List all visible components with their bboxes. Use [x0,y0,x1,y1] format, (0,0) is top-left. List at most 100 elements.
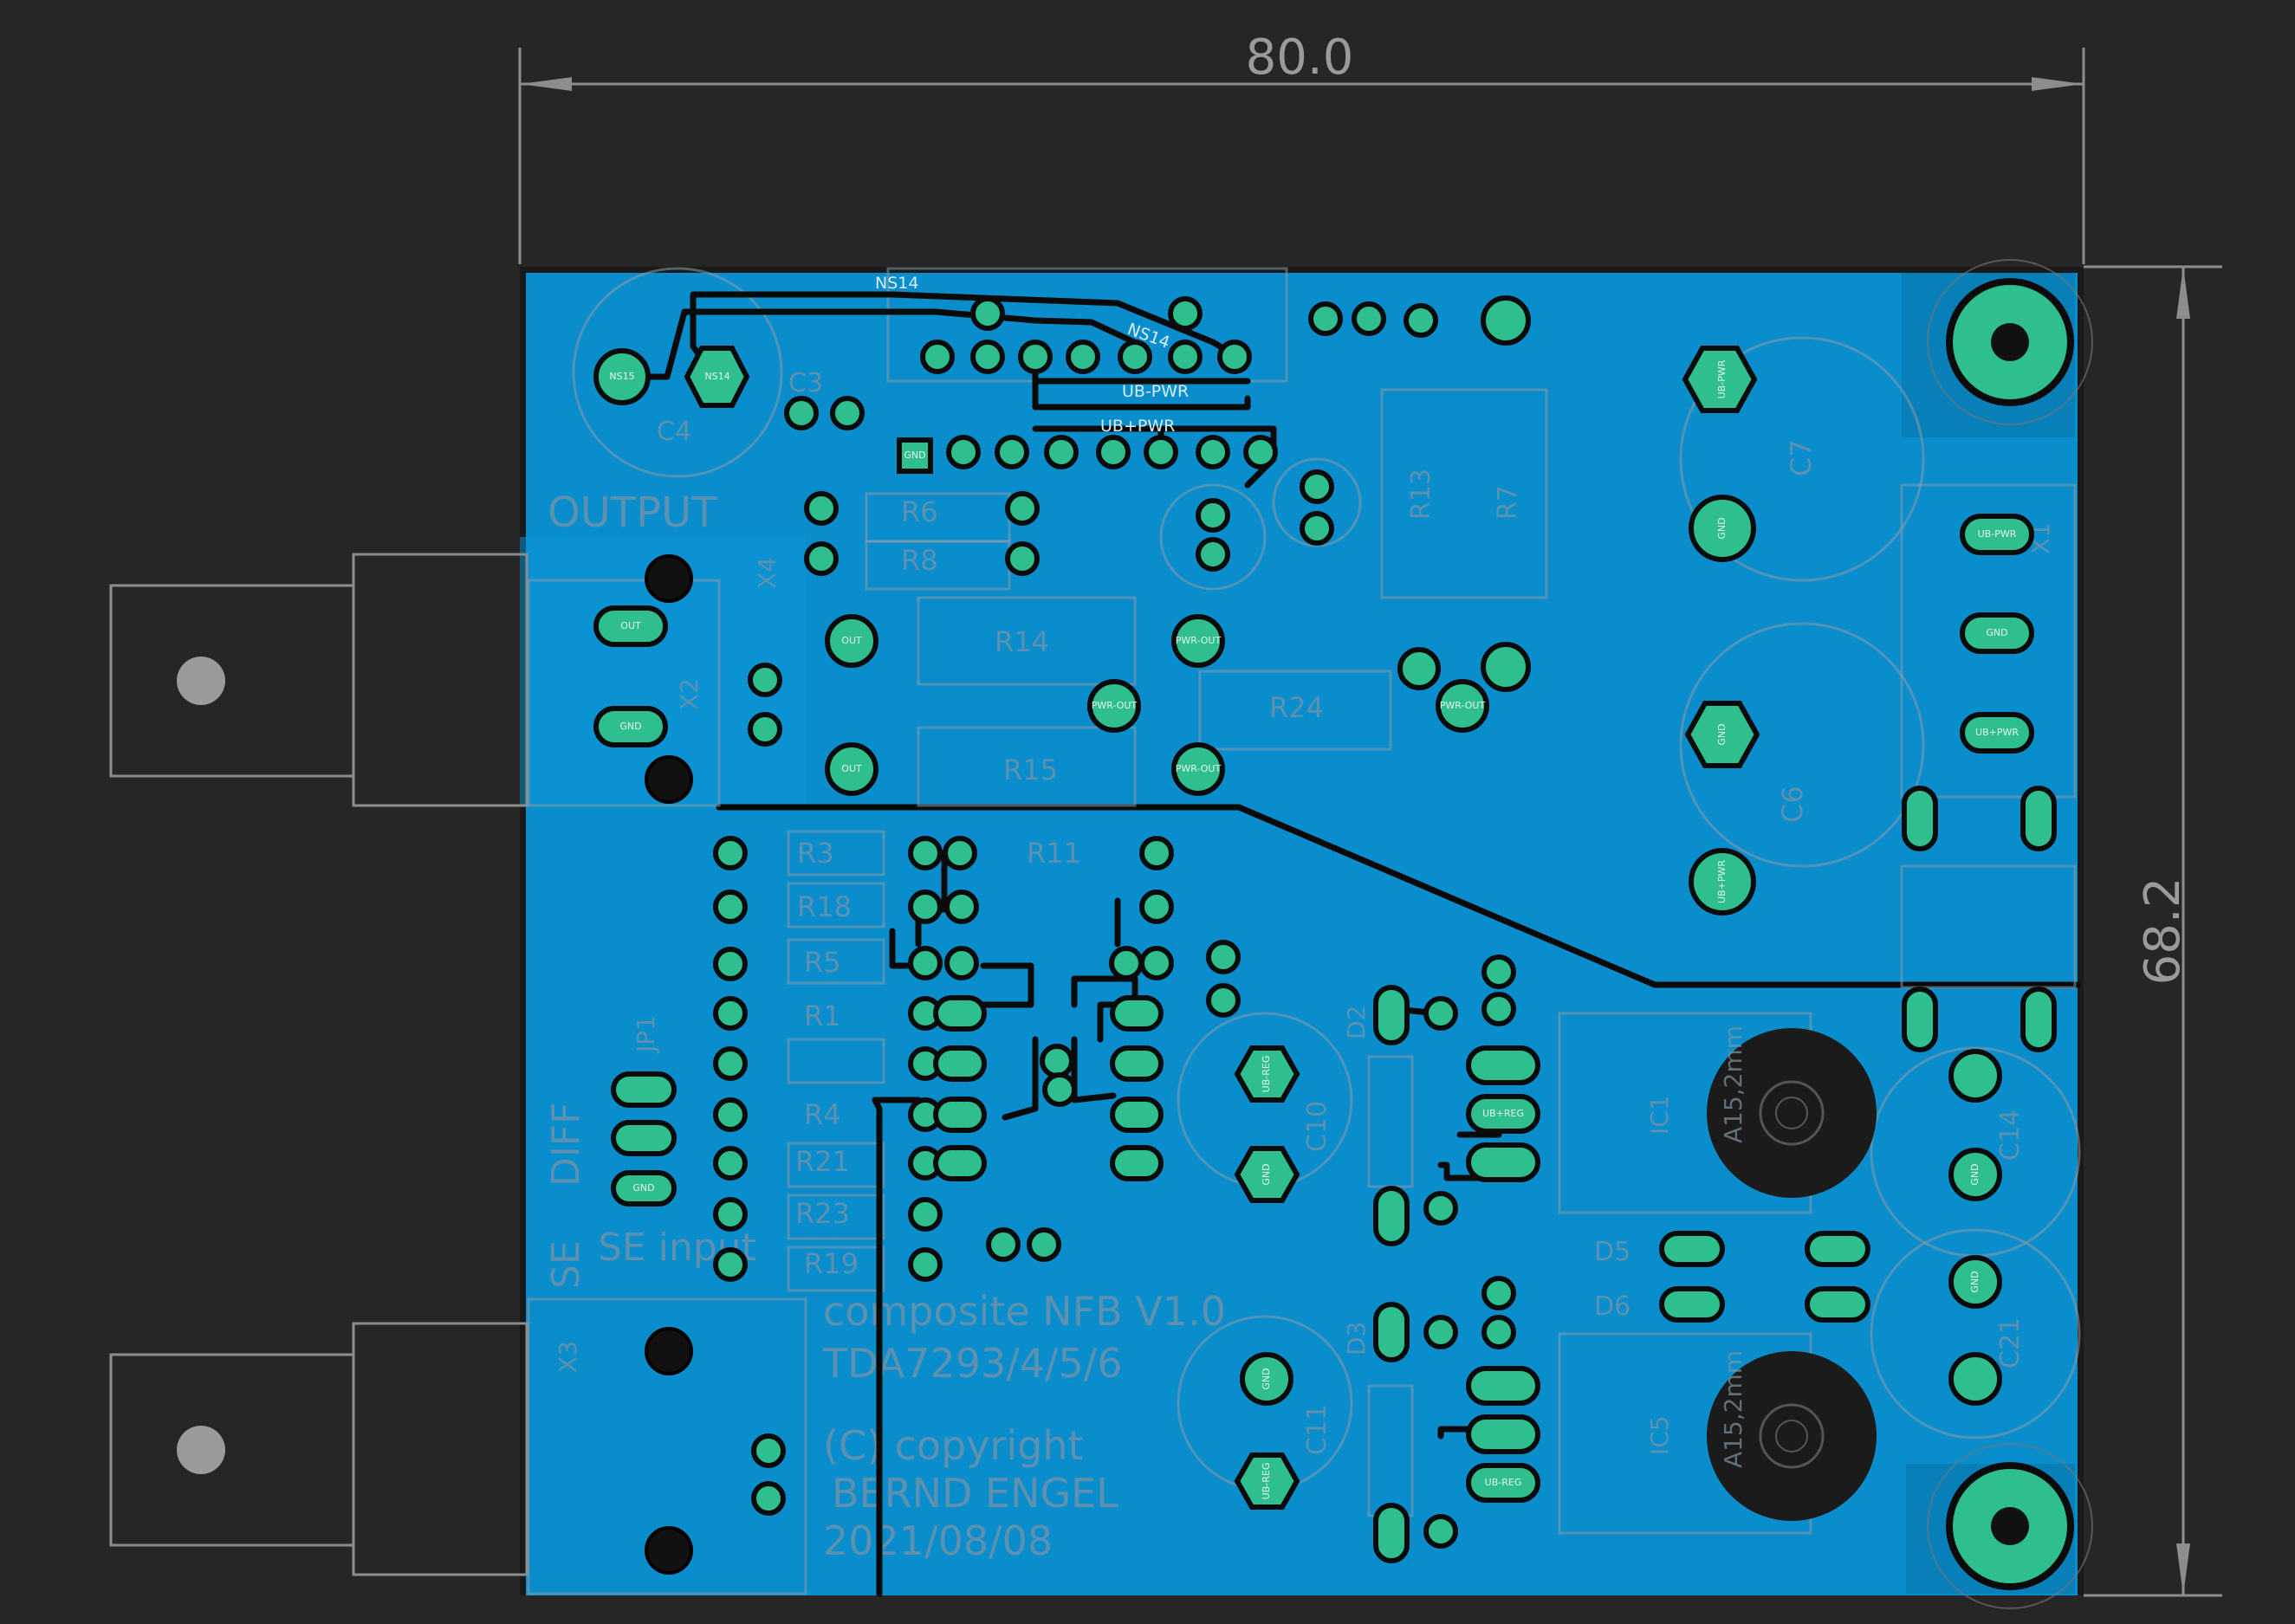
via-pad[interactable] [1481,992,1516,1026]
pad-d6-a[interactable] [1659,1286,1725,1323]
pad-ub-reg-c10[interactable]: UB-REG [1234,1045,1300,1103]
via-pad[interactable] [970,340,1005,374]
pad-jp1-2[interactable] [611,1120,677,1156]
via-pad[interactable] [713,1197,748,1232]
via-pad[interactable] [748,712,782,747]
pad-diode-r2[interactable] [2020,786,2057,851]
via-pad[interactable] [1118,340,1152,374]
via-pad[interactable] [1066,340,1100,374]
via-pad[interactable] [751,1433,786,1468]
pad-d5-a[interactable] [1659,1231,1725,1267]
via-pad[interactable] [944,946,979,980]
pad-c21-ns[interactable] [1948,1352,2002,1406]
pad-gnd-c6[interactable]: GND [1684,701,1760,768]
pad-gnd-header[interactable]: GND [897,437,933,474]
pad-out-2[interactable]: OUT [825,742,878,796]
via-pad[interactable] [1206,940,1241,974]
via-pad[interactable] [748,663,782,697]
pad-diode-r3[interactable] [1902,987,1938,1052]
via-pad[interactable] [784,396,819,430]
pad-ic5-ub-reg[interactable]: UB-REG [1466,1463,1540,1503]
pad-out-1[interactable]: OUT [825,614,878,668]
pad-pwr-out-3[interactable]: PWR-OUT [1171,742,1225,796]
via-pad[interactable] [908,946,943,980]
via-pad[interactable] [713,1097,748,1132]
via-pad[interactable] [1243,435,1278,469]
via-pad[interactable] [713,836,748,870]
pad-x2-out[interactable]: OUT [593,605,668,647]
via-pad[interactable] [908,836,943,870]
pad-d2-a[interactable] [1373,985,1410,1045]
via-pad[interactable] [1206,983,1241,1018]
oval-pad[interactable] [933,1145,987,1181]
pad-ns14[interactable]: NS14 [684,346,750,408]
pad-x1-ub-pwr[interactable]: UB-PWR [1960,514,2034,555]
oval-pad[interactable] [933,995,987,1032]
via-pad[interactable] [970,296,1005,331]
pad-d6-k[interactable] [1805,1286,1870,1323]
via-pad[interactable] [908,1247,943,1282]
via-pad[interactable] [713,1146,748,1181]
via-pad[interactable] [1196,537,1230,572]
via-pad[interactable] [1042,1072,1077,1107]
via-pad[interactable] [946,435,981,469]
via-pad[interactable] [1096,435,1131,469]
pad-d5-k[interactable] [1805,1231,1870,1267]
via-pad[interactable] [1481,1276,1516,1310]
via-pad[interactable] [1040,1044,1074,1078]
oval-pad[interactable] [1110,1145,1164,1181]
pad-d3-k[interactable] [1373,1503,1410,1563]
via-pad[interactable] [1196,498,1230,533]
via-pad[interactable] [751,1481,786,1516]
via-pad[interactable] [1044,435,1079,469]
via-pad[interactable] [1217,340,1252,374]
via-pad[interactable] [920,340,955,374]
pad-gnd-c7[interactable]: GND [1689,495,1756,562]
oval-pad[interactable] [1110,1097,1164,1133]
pad-diode-r1[interactable] [1902,786,1938,851]
via-pad[interactable] [713,1247,748,1282]
via-pad[interactable] [804,491,839,526]
pad-jp1-gnd[interactable]: GND [611,1170,677,1207]
via-pad[interactable] [713,947,748,981]
pad-ic1-ub-reg-pos[interactable]: UB+REG [1466,1094,1540,1134]
pad-ub-reg-c11[interactable]: UB-REG [1234,1453,1300,1510]
via-pad[interactable] [1005,541,1040,576]
pad-x1-ub-pwr-pos[interactable]: UB+PWR [1960,712,2034,754]
via-pad[interactable] [830,396,865,430]
pad-c14-ns[interactable] [1948,1049,2002,1103]
oval-pad[interactable] [1110,1045,1164,1082]
pad-pwr-out-5[interactable] [1481,642,1531,692]
pad-ub-pwr-pos-c6[interactable]: UB+PWR [1689,848,1756,916]
via-pad[interactable] [1139,890,1174,924]
via-pad[interactable] [1300,469,1334,504]
via-pad[interactable] [1423,1514,1458,1549]
pad-pwr-out-1[interactable]: PWR-OUT [1171,614,1225,668]
pad-ic1-1[interactable] [1466,1045,1540,1085]
pad-diode-r4[interactable] [2020,987,2057,1052]
oval-pad[interactable] [1110,995,1164,1032]
pad-gnd-r24[interactable] [1397,647,1441,690]
pad-d2-k[interactable] [1373,1186,1410,1246]
via-pad[interactable] [804,541,839,576]
via-pad[interactable] [1027,1227,1061,1262]
via-pad[interactable] [1352,301,1386,336]
pad-ic5-1[interactable] [1466,1366,1540,1406]
pad-pwr-out-2[interactable]: PWR-OUT [1087,679,1141,733]
pad-ic5-2[interactable] [1466,1414,1540,1454]
via-pad[interactable] [943,836,977,870]
via-pad[interactable] [1308,301,1343,336]
via-pad[interactable] [1423,1191,1458,1226]
via-pad[interactable] [713,996,748,1031]
via-pad[interactable] [1109,946,1144,980]
via-pad[interactable] [1139,836,1174,870]
via-pad[interactable] [1300,511,1334,546]
via-pad[interactable] [1481,954,1516,989]
pad-gnd-c14[interactable]: GND [1948,1148,2002,1201]
oval-pad[interactable] [933,1097,987,1133]
via-pad[interactable] [995,435,1029,469]
pad-ns15[interactable]: NS15 [593,348,651,405]
pad-gnd-c11[interactable]: GND [1240,1352,1293,1406]
via-pad[interactable] [1423,996,1458,1031]
